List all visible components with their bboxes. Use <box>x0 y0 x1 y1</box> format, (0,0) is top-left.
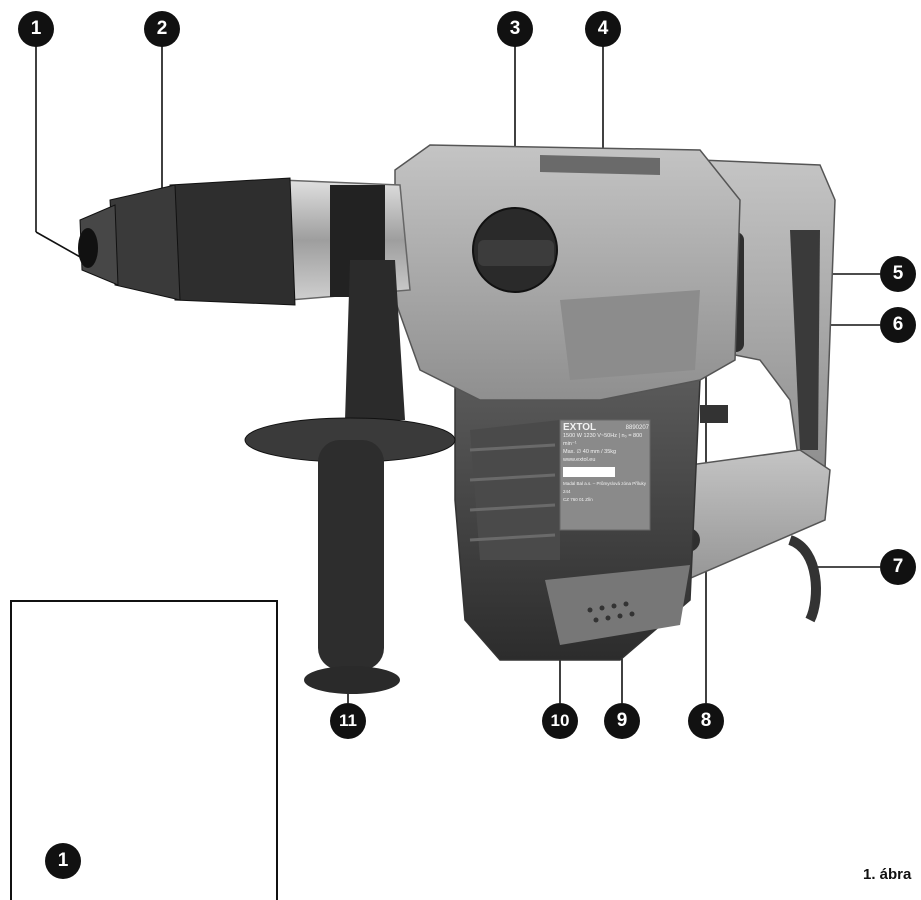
power-cord <box>787 535 821 623</box>
callout-1: 1 <box>18 11 54 47</box>
rating-plate-text: EXTOL 8890207 1500 W 1230 V~50Hz | n₀ = … <box>563 422 649 504</box>
figure-caption: 1. ábra <box>863 866 912 883</box>
rating-line-5: CZ 760 01 Zlín <box>563 497 593 502</box>
motor-ribs <box>469 443 556 542</box>
rating-line-2: Max. ∅ 40 mm / 35kg <box>563 449 617 455</box>
rating-line-1: 1500 W 1230 V~50Hz | n₀ = 800 min⁻¹ <box>563 433 643 447</box>
chuck-sleeve <box>169 177 296 306</box>
model-number: 8890207 <box>625 425 649 431</box>
motor-vents <box>470 420 560 560</box>
chuck-nose <box>109 184 181 301</box>
aux-handle-end <box>304 666 400 694</box>
callout-4: 4 <box>585 11 621 47</box>
callout-11: 11 <box>330 703 366 739</box>
callout-8: 8 <box>688 703 724 739</box>
callout-3: 3 <box>497 11 533 47</box>
top-vent <box>540 155 660 175</box>
aux-handle-grip <box>318 440 384 670</box>
callout-6: 6 <box>880 307 916 343</box>
inset-callout-1: 1 <box>45 843 81 879</box>
barcode-strip <box>563 467 615 477</box>
handle-grip-insert <box>790 230 820 450</box>
side-panel <box>560 290 700 380</box>
base-vents <box>587 601 635 623</box>
aux-handle-clamp <box>345 260 405 420</box>
callout-2: 2 <box>144 11 180 47</box>
callout-9: 9 <box>604 703 640 739</box>
brand-logo-text: EXTOL <box>563 422 597 433</box>
callout-5: 5 <box>880 256 916 292</box>
base-cap <box>545 565 690 645</box>
rating-line-4: Madal Bal a.s. – Průmyslová zóna Příluky… <box>563 481 647 494</box>
tool-holder-opening <box>78 228 98 268</box>
rating-line-3: www.extol.eu <box>563 457 596 463</box>
mode-selector-lever <box>478 240 554 266</box>
lock-button <box>700 405 728 423</box>
callout-7: 7 <box>880 549 916 585</box>
callout-10: 10 <box>542 703 578 739</box>
